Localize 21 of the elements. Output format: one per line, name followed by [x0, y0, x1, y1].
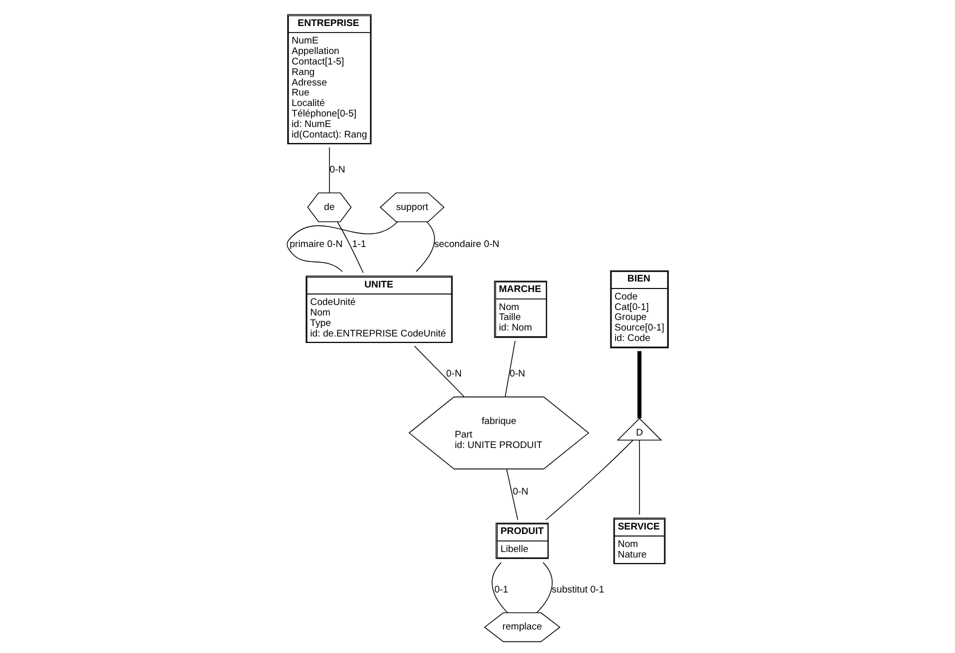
edge-label: 0-N — [509, 368, 525, 380]
connector — [636, 351, 641, 418]
connector — [536, 562, 552, 614]
connector — [336, 222, 364, 274]
connector — [286, 221, 398, 272]
edge-label: 0-1 — [494, 584, 508, 596]
edge-label: 0-N — [446, 368, 462, 380]
edge-label: 0-N — [512, 486, 528, 498]
edge-label: primaire 0-N — [289, 239, 342, 250]
connector — [638, 440, 640, 516]
connector — [414, 346, 464, 398]
connector — [415, 221, 434, 272]
edge-label: 0-N — [329, 164, 345, 176]
edge-label: 1-1 — [352, 239, 366, 250]
connector — [506, 468, 518, 520]
edge-label: secondaire 0-N — [434, 239, 499, 250]
connector — [328, 146, 330, 194]
connector — [545, 440, 633, 520]
edge-label: substitut 0-1 — [551, 584, 604, 596]
connector — [504, 340, 515, 398]
connector — [491, 562, 508, 614]
